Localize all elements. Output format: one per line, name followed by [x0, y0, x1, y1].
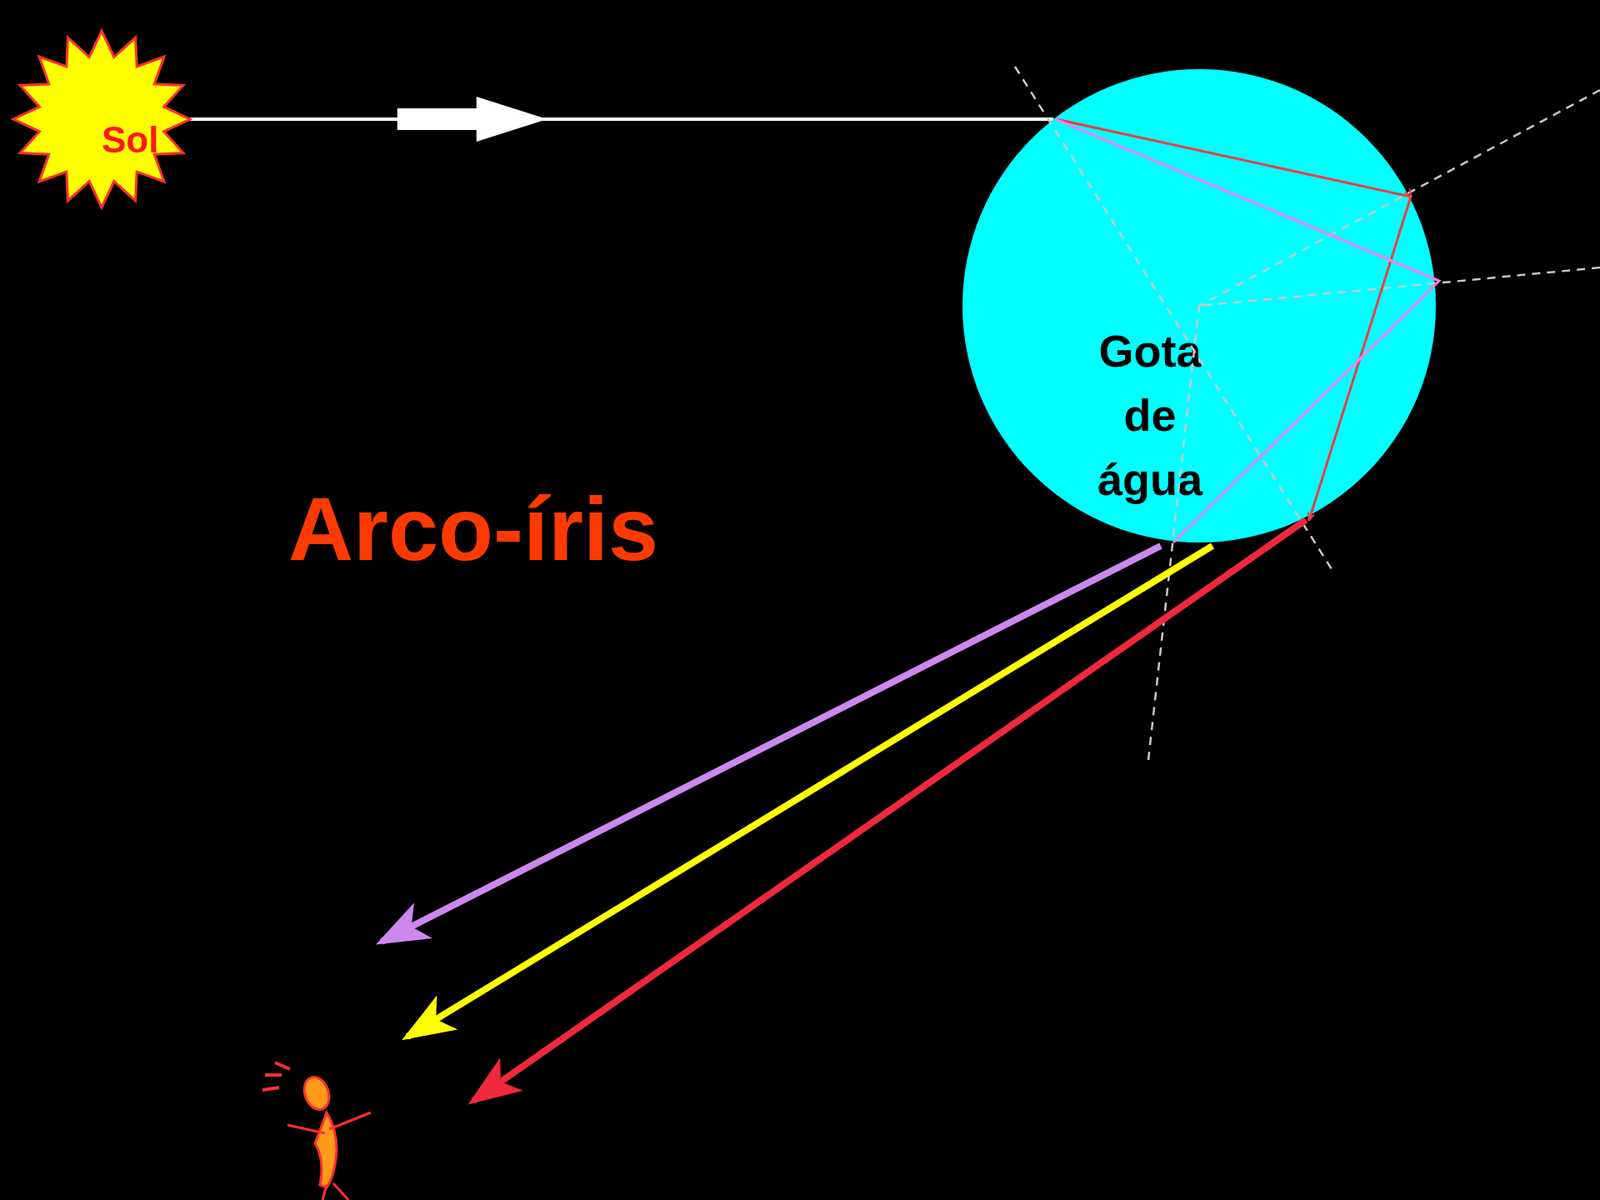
- title-label: Arco-íris: [288, 476, 659, 581]
- sun-star: Sol: [10, 27, 194, 211]
- node-label: Sol: [101, 119, 159, 161]
- node-label: Gota de água: [1066, 319, 1234, 512]
- water-drop: Gota de água: [962, 69, 1436, 543]
- sunlight-ray: [190, 96, 1054, 142]
- observer-figure: [262, 1062, 371, 1200]
